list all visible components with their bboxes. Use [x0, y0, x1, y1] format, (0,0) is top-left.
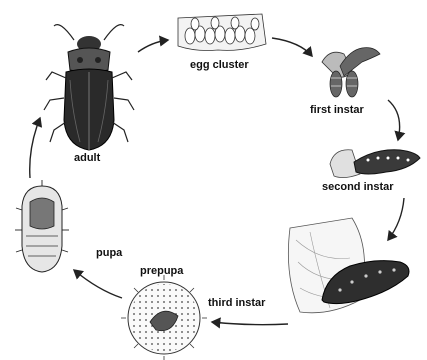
label-third-instar: third instar — [208, 297, 265, 309]
arrow-pupa-to-adult — [30, 118, 40, 178]
egg-cluster-icon — [178, 14, 266, 51]
third-instar-on-leaf-icon — [288, 218, 409, 313]
arrow-first-to-second — [388, 100, 400, 140]
arrow-egg-to-first-instar — [272, 38, 312, 56]
prepupa-icon — [121, 275, 207, 360]
second-instar-larva-icon — [330, 150, 420, 178]
arrow-second-to-third — [388, 198, 404, 240]
label-first-instar: first instar — [310, 104, 364, 116]
arrow-adult-to-egg — [138, 40, 168, 52]
label-pupa: pupa — [96, 247, 122, 259]
label-second-instar: second instar — [322, 181, 394, 193]
arrow-third-to-prepupa — [212, 322, 288, 325]
first-instar-larvae-icon — [322, 48, 380, 97]
label-egg-cluster: egg cluster — [190, 59, 249, 71]
label-prepupa: prepupa — [140, 265, 183, 277]
pupa-icon — [15, 180, 69, 272]
beetle-icon — [44, 25, 134, 150]
arrow-prepupa-to-pupa — [74, 270, 122, 298]
label-adult: adult — [74, 152, 100, 164]
